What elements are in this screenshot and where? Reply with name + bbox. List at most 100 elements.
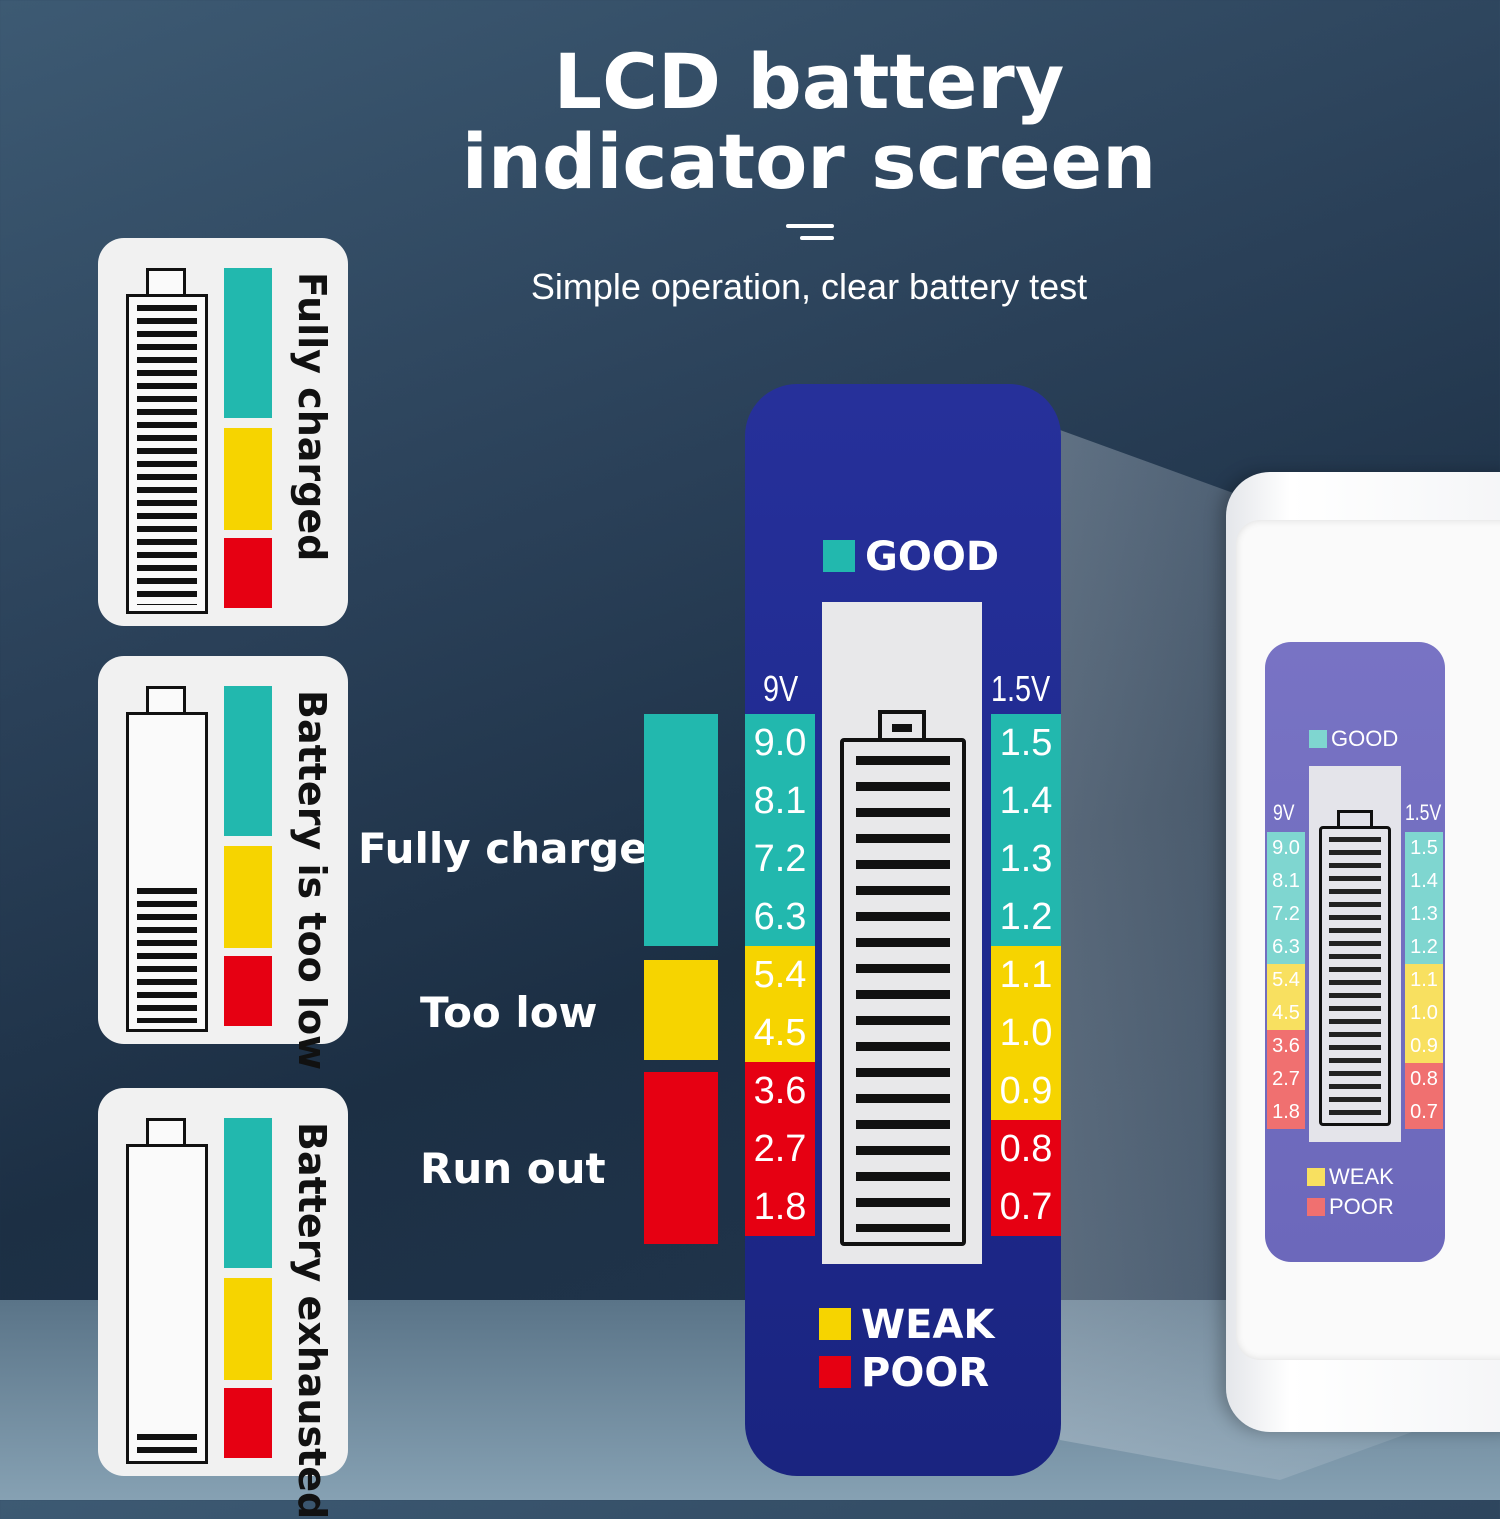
voltage-cell-good: 7.2 bbox=[1267, 898, 1305, 931]
poor-swatch bbox=[224, 538, 272, 608]
battery-cap-icon bbox=[1337, 810, 1373, 828]
voltage-cell-weak: 5.4 bbox=[1267, 964, 1305, 997]
voltage-cell-weak: 1.0 bbox=[1405, 997, 1443, 1030]
legend-weak-swatch bbox=[644, 960, 718, 1060]
battery-icon bbox=[1319, 826, 1391, 1126]
poor-tag: POOR bbox=[819, 1350, 989, 1396]
legend-poor-swatch bbox=[644, 1072, 718, 1244]
voltage-cell-good: 1.3 bbox=[991, 830, 1061, 888]
voltage-cell-poor: 1.8 bbox=[1267, 1096, 1305, 1129]
voltage-cell-weak: 4.5 bbox=[745, 1004, 815, 1062]
voltage-cell-good: 1.2 bbox=[1405, 931, 1443, 964]
voltage-cell-good: 9.0 bbox=[1267, 832, 1305, 865]
card-label: Battery is too low bbox=[290, 690, 334, 1071]
voltage-cell-poor: 0.7 bbox=[1405, 1096, 1443, 1129]
mini-column-9v-header: 9V bbox=[1273, 800, 1295, 825]
battery-level-bars bbox=[137, 888, 197, 1023]
battery-level-bars bbox=[856, 756, 950, 1232]
title-line-1: LCD battery bbox=[553, 37, 1065, 126]
voltage-cell-weak: 5.4 bbox=[745, 946, 815, 1004]
legend-weak-label: Too low bbox=[420, 988, 598, 1037]
voltage-cell-poor: 0.7 bbox=[991, 1178, 1061, 1236]
voltage-cell-poor: 1.8 bbox=[745, 1178, 815, 1236]
voltage-cell-weak: 1.1 bbox=[1405, 964, 1443, 997]
mini-poor-tag: POOR bbox=[1307, 1194, 1394, 1220]
voltage-cell-good: 1.5 bbox=[991, 714, 1061, 772]
voltage-cell-good: 8.1 bbox=[745, 772, 815, 830]
voltage-cell-poor: 3.6 bbox=[1267, 1030, 1305, 1063]
weak-square-icon bbox=[819, 1308, 851, 1340]
mini-weak-tag: WEAK bbox=[1307, 1164, 1394, 1190]
poor-square-icon bbox=[1307, 1198, 1325, 1216]
battery-icon bbox=[840, 738, 966, 1246]
voltage-cell-weak: 0.9 bbox=[1405, 1030, 1443, 1063]
column-15v-header: 1.5V bbox=[991, 668, 1051, 709]
weak-square-icon bbox=[1307, 1168, 1325, 1186]
equals-divider-icon bbox=[786, 224, 834, 242]
voltage-cell-good: 1.3 bbox=[1405, 898, 1443, 931]
good-swatch bbox=[224, 686, 272, 836]
weak-swatch bbox=[224, 428, 272, 530]
voltage-cell-good: 1.5 bbox=[1405, 832, 1443, 865]
weak-swatch bbox=[224, 1278, 272, 1380]
battery-icon bbox=[126, 712, 208, 1032]
battery-icon bbox=[126, 294, 208, 614]
voltage-cell-poor: 2.7 bbox=[745, 1120, 815, 1178]
voltage-cell-good: 1.4 bbox=[1405, 865, 1443, 898]
battery-icon bbox=[126, 1144, 208, 1464]
voltage-cell-weak: 0.9 bbox=[991, 1062, 1061, 1120]
column-9v-header: 9V bbox=[763, 668, 799, 709]
battery-cap-icon bbox=[146, 268, 186, 296]
mini-column-15v-header: 1.5V bbox=[1405, 800, 1442, 825]
voltage-cell-poor: 0.8 bbox=[991, 1120, 1061, 1178]
good-square-icon bbox=[823, 540, 855, 572]
subtitle: Simple operation, clear battery test bbox=[530, 266, 1088, 307]
battery-level-bars bbox=[1329, 837, 1381, 1117]
legend-good-label: Fully charged bbox=[358, 824, 678, 873]
battery-cap-icon bbox=[146, 686, 186, 714]
poor-square-icon bbox=[819, 1356, 851, 1388]
voltage-cell-good: 8.1 bbox=[1267, 865, 1305, 898]
status-card-low: Battery is too low bbox=[98, 656, 348, 1071]
battery-cap-icon bbox=[146, 1118, 186, 1146]
weak-tag: WEAK bbox=[819, 1302, 994, 1348]
mini-lcd-window bbox=[1309, 766, 1401, 1142]
voltage-cell-good: 1.4 bbox=[991, 772, 1061, 830]
title-line-2: indicator screen bbox=[461, 117, 1157, 206]
voltage-cell-good: 7.2 bbox=[745, 830, 815, 888]
battery-level-bars bbox=[137, 1434, 197, 1455]
card-label: Battery exhausted bbox=[290, 1122, 334, 1519]
good-square-icon bbox=[1309, 730, 1327, 748]
voltage-cell-weak: 1.1 bbox=[991, 946, 1061, 1004]
mini-good-tag: GOOD bbox=[1309, 726, 1398, 752]
voltage-cell-poor: 3.6 bbox=[745, 1062, 815, 1120]
page-title: LCD battery indicator screen bbox=[0, 42, 1500, 202]
good-swatch bbox=[224, 268, 272, 418]
good-tag: GOOD bbox=[823, 534, 999, 580]
legend-good-swatch bbox=[644, 714, 718, 946]
voltage-cell-weak: 1.0 bbox=[991, 1004, 1061, 1062]
good-swatch bbox=[224, 1118, 272, 1268]
voltage-cell-poor: 2.7 bbox=[1267, 1063, 1305, 1096]
voltage-cell-weak: 4.5 bbox=[1267, 997, 1305, 1030]
battery-level-bars bbox=[137, 305, 197, 605]
voltage-cell-good: 6.3 bbox=[745, 888, 815, 946]
lcd-window bbox=[822, 602, 982, 1264]
legend-poor-label: Run out bbox=[420, 1144, 606, 1193]
voltage-cell-poor: 0.8 bbox=[1405, 1063, 1443, 1096]
voltage-cell-good: 9.0 bbox=[745, 714, 815, 772]
battery-cap-icon bbox=[878, 710, 926, 742]
status-card-exhausted: Battery exhausted bbox=[98, 1088, 348, 1519]
poor-swatch bbox=[224, 1388, 272, 1458]
status-card-full: Fully charged bbox=[98, 238, 348, 626]
weak-swatch bbox=[224, 846, 272, 948]
card-label: Fully charged bbox=[290, 272, 334, 562]
poor-swatch bbox=[224, 956, 272, 1026]
voltage-cell-good: 6.3 bbox=[1267, 931, 1305, 964]
